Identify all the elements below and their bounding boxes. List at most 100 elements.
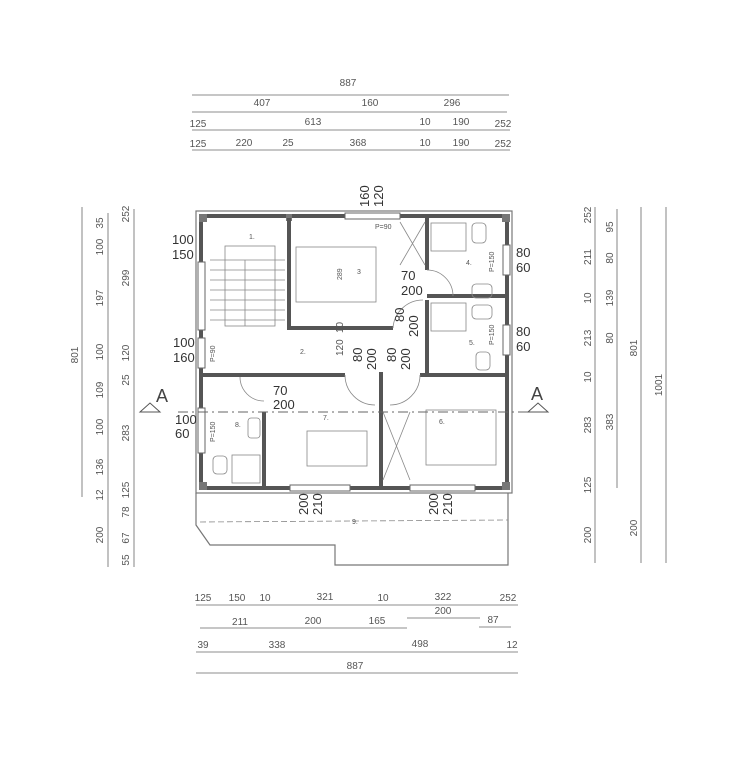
sink (471, 283, 493, 299)
section-label: A (531, 384, 543, 404)
door-label: 80 (392, 308, 407, 322)
room-number: 7. (323, 415, 329, 422)
dim-right: 139 (605, 289, 616, 306)
left-dimensions: 801 35 100 197 100 109 100 136 12 200 25… (70, 205, 135, 567)
dim-left: 252 (121, 205, 132, 222)
door-label: 210 (310, 493, 325, 515)
door-label: 80 (350, 348, 365, 362)
dim-right: 213 (583, 329, 594, 346)
dim-top: 125 (190, 139, 207, 150)
dim-top: 190 (453, 117, 470, 128)
bed (425, 409, 497, 466)
dim-left: 197 (95, 289, 106, 306)
dim-bottom: 211 (232, 617, 248, 628)
dim-left: 136 (95, 458, 106, 475)
window-label: 60 (516, 339, 530, 354)
opening-labels: 100 150 100 160 100 60 80 60 80 60 160 1… (172, 185, 530, 515)
window-label: 100 (175, 412, 197, 427)
dim-right: 200 (629, 519, 640, 536)
shower (231, 454, 261, 484)
room-labels: 1. 2. 3 289 4. 5. 6. 7. 8. 9. P=90 P=150… (210, 224, 496, 526)
dim-top: 887 (340, 78, 357, 89)
room-number: 4. (466, 260, 472, 267)
sill-label: P=90 (375, 224, 392, 231)
dim-top: 252 (495, 139, 512, 150)
wall-label: 120 (335, 339, 346, 356)
dim-top: 296 (444, 98, 461, 109)
bottom-dimensions: 125 150 10 321 10 322 252 211 200 165 20… (195, 592, 518, 674)
dim-bottom: 125 (195, 593, 212, 604)
dim-right: 1001 (654, 373, 665, 396)
dim-bottom: 321 (317, 592, 334, 603)
dim-right: 252 (583, 206, 594, 223)
dim-left: 299 (121, 269, 132, 286)
right-dimensions: 252 211 10 213 10 283 125 200 95 80 139 … (583, 206, 667, 563)
door-label: 200 (398, 348, 413, 370)
dim-right: 211 (583, 249, 594, 265)
dim-left: 100 (95, 343, 106, 360)
dim-bottom: 498 (412, 639, 429, 650)
dim-top: 613 (305, 117, 322, 128)
dim-bottom: 39 (197, 640, 209, 651)
shower (430, 302, 467, 332)
door-label: 200 (273, 397, 295, 412)
sill-label: P=150 (489, 324, 496, 345)
dim-left: 78 (121, 506, 132, 518)
sill-label: P=150 (210, 421, 217, 442)
dim-left: 100 (95, 238, 106, 255)
dim-top: 125 (190, 119, 207, 130)
room-number: 6. (439, 419, 445, 426)
dim-top: 10 (419, 117, 431, 128)
window-label: 160 (357, 185, 372, 207)
toilet (212, 455, 228, 475)
sill-label: P=150 (489, 251, 496, 272)
dim-left: 55 (121, 554, 132, 566)
dim-left: 35 (95, 217, 106, 229)
window-label: 100 (173, 335, 195, 350)
dim-bottom: 165 (369, 616, 386, 627)
dim-left: 283 (121, 424, 132, 441)
dim-right: 125 (583, 476, 594, 493)
room-number: 8. (235, 422, 241, 429)
dim-left: 12 (95, 489, 106, 501)
dim-right: 10 (583, 292, 594, 304)
dim-top: 25 (282, 138, 294, 149)
bed (295, 246, 377, 303)
toilet (475, 351, 491, 371)
section-label: A (156, 386, 168, 406)
window-label: 60 (175, 426, 189, 441)
dim-right: 200 (583, 526, 594, 543)
window-label: 100 (172, 232, 194, 247)
dim-top: 220 (236, 138, 253, 149)
dim-bottom: 200 (305, 616, 322, 627)
dim-top: 407 (254, 98, 271, 109)
door-label: 200 (296, 493, 311, 515)
bed (306, 430, 368, 467)
dim-top: 252 (495, 119, 512, 130)
dim-right: 95 (605, 221, 616, 233)
dim-right: 383 (605, 413, 616, 430)
top-dimensions: 887 407 160 296 125 613 10 190 252 125 2… (190, 78, 512, 151)
dim-right: 10 (583, 371, 594, 383)
dim-left: 25 (121, 374, 132, 386)
dim-bottom: 200 (435, 606, 452, 617)
dim-left-col2: 35 100 197 100 109 100 136 12 200 (95, 217, 106, 543)
toilet (471, 222, 487, 244)
terrace (195, 493, 509, 566)
window-label: 60 (516, 260, 530, 275)
window-label: 80 (516, 245, 530, 260)
door-label: 200 (406, 315, 421, 337)
window-label: 160 (173, 350, 195, 365)
room-number: 5. (469, 340, 475, 347)
room-number: 3 (357, 269, 361, 276)
dim-right: 80 (605, 252, 616, 264)
wall-label: 10 (335, 321, 346, 333)
door-label: 70 (401, 268, 415, 283)
dim-left: 109 (95, 381, 106, 398)
section-marker-left: A (138, 386, 168, 413)
room-number: 9. (352, 519, 358, 526)
room-length: 289 (337, 268, 344, 280)
room-number: 1. (249, 234, 255, 241)
dim-left: 100 (95, 418, 106, 435)
